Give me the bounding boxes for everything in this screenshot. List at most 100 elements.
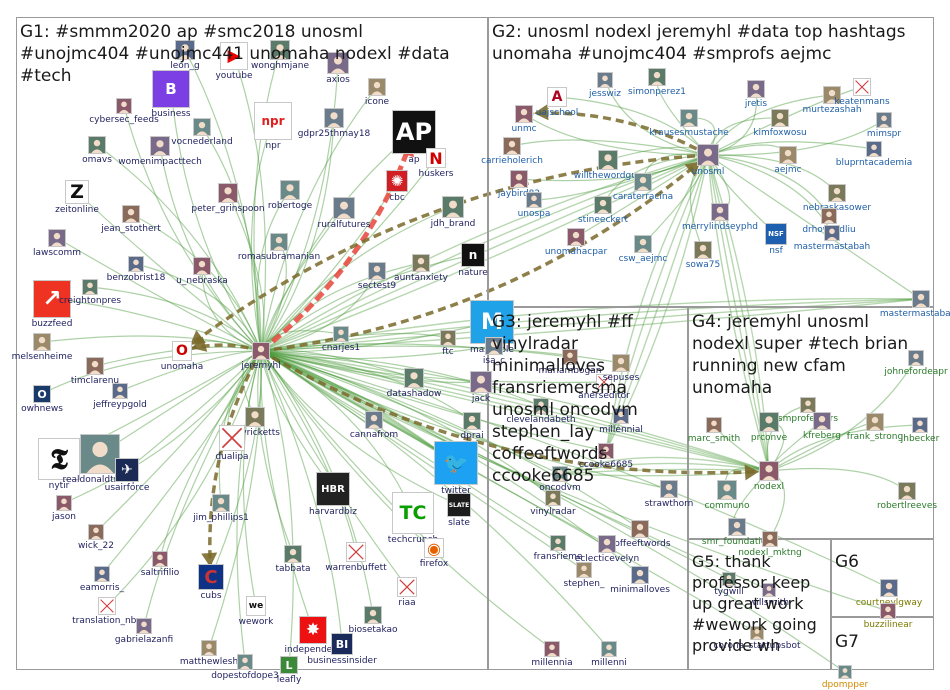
node-jason[interactable]: jason (52, 495, 76, 522)
node-drhowardliu[interactable]: drhowardliu (802, 208, 856, 235)
node-merrylindseyphd[interactable]: merrylindseyphd (682, 203, 758, 232)
node-simonperez1[interactable]: simonperez1 (628, 68, 686, 97)
node-kimfoxwosu[interactable]: kimfoxwosu (753, 109, 807, 138)
node-gabrielazanfir[interactable]: gabrielazanfi (115, 618, 173, 645)
node-womenimpacttech[interactable]: womenimpacttech (118, 136, 202, 167)
node-robertlreeves[interactable]: robertlreeves (877, 482, 937, 511)
node-firefox[interactable]: ◉firefox (420, 538, 448, 569)
node-smprofessors[interactable]: smprofessors (778, 397, 838, 424)
node-dprai[interactable]: dprai (460, 412, 484, 441)
node-ruralfutures[interactable]: ruralfutures (318, 197, 370, 230)
node-unomahacpar[interactable]: unomahacpar (545, 228, 607, 257)
node-sowa75[interactable]: sowa75 (686, 241, 720, 270)
node-nodexl[interactable]: nodexl (754, 461, 784, 492)
node-usairforce[interactable]: ✈usairforce (105, 458, 149, 493)
node-unospa[interactable]: unospa (518, 192, 550, 219)
node-dualipa[interactable]: dualipa (215, 425, 249, 462)
node-mastermastabah[interactable]: mastermastabah (794, 225, 870, 252)
node-smr_foundation[interactable]: smr_foundation (702, 518, 772, 547)
node-cnarjes1[interactable]: cnarjes1 (322, 326, 360, 353)
node-stephen_lay[interactable]: stephen_ (564, 562, 604, 589)
node-anerseditor[interactable]: anerseditor (578, 374, 630, 401)
node-govricketts[interactable]: govricketts (230, 407, 280, 438)
node-biosetakao[interactable]: biosetakao (348, 606, 398, 635)
node-twitter[interactable]: 🐦twitter (434, 441, 478, 496)
node-johneforde[interactable]: johnefordeapr (884, 350, 948, 377)
node-marc_smith[interactable]: marc_smith (688, 417, 740, 444)
node-vocnederland[interactable]: vocnederland (171, 118, 233, 147)
node-tabbata[interactable]: tabbata (275, 545, 311, 574)
node-vinylradar[interactable]: vinylradar (530, 490, 576, 517)
node-communo[interactable]: communo (705, 480, 749, 511)
node-isa_c[interactable]: isa_c (483, 337, 505, 366)
node-peter_grinspoon[interactable]: peter_grinspoon (191, 183, 265, 214)
node-romasubramanian[interactable]: romasubramanian (238, 233, 320, 262)
node-warrenbuffett[interactable]: warrenbuffett (325, 542, 387, 573)
node-jack[interactable]: jack (470, 371, 492, 404)
node-independent[interactable]: ✸independent (285, 616, 341, 655)
node-mastermastabah1[interactable]: mastermastabah1 (880, 290, 950, 319)
node-saltrifilio[interactable]: saltrifilio (141, 551, 179, 578)
node-lawscomm[interactable]: lawscomm (33, 229, 81, 258)
node-ccooke6685[interactable]: ccooke6685 (579, 443, 633, 470)
node-jean_stothert[interactable]: jean_stothert (101, 205, 161, 234)
node-strawthorn[interactable]: strawthorn (645, 480, 693, 509)
node-datashadow[interactable]: datashadow (387, 368, 441, 399)
node-buzzfeed[interactable]: ↗buzzfeed (32, 280, 72, 329)
node-unosml[interactable]: unosml (692, 144, 724, 177)
node-corona_startupsbot[interactable]: corona_startupsbot (714, 626, 801, 651)
node-sectest9[interactable]: sectest9 (358, 262, 396, 291)
node-nodexl_mktng[interactable]: nodexl_mktng (738, 531, 802, 558)
node-wick_22[interactable]: wick_22 (78, 524, 114, 551)
node-murtezashah[interactable]: murtezashah (802, 86, 862, 115)
node-courtneylgway[interactable]: courtneylgway (856, 579, 922, 608)
node-jeffreypgold[interactable]: jeffreypgold (93, 383, 147, 410)
node-mimspr[interactable]: mimspr (867, 112, 901, 139)
node-fransriemersma[interactable]: fransrieme (534, 535, 582, 562)
node-cybersec_feeds[interactable]: cybersec_feeds (89, 98, 159, 125)
node-keatenmans[interactable]: keatenmans (834, 78, 890, 107)
node-carrieholerich[interactable]: carrieholerich (481, 137, 543, 166)
node-minimalloves[interactable]: minimalloves (610, 566, 670, 595)
node-dpompper[interactable]: dpompper (822, 665, 868, 690)
node-aejmc[interactable]: aejmc (774, 146, 802, 175)
node-krausesmustache[interactable]: krausesmustache (649, 109, 729, 138)
node-stineeckert[interactable]: stineeckert (578, 196, 628, 225)
node-unmc[interactable]: unmc (511, 105, 537, 134)
node-benzobrist18[interactable]: benzobrist18 (107, 256, 165, 283)
node-gdpr25thmay18[interactable]: gdpr25thmay18 (298, 108, 370, 139)
node-jdh_brand[interactable]: jdh_brand (431, 196, 475, 229)
node-millennia2[interactable]: millennia (531, 641, 573, 668)
node-robertoge[interactable]: robertoge (268, 180, 312, 211)
node-auntanxiety[interactable]: auntanxiety (394, 254, 448, 283)
node-caraterracina[interactable]: caraterracina (613, 173, 673, 202)
node-melsenheimer[interactable]: melsenheime (12, 333, 72, 362)
node-jaybird82[interactable]: jaybird82 (498, 170, 540, 199)
node-timclarenu[interactable]: timclarenu (71, 357, 119, 386)
node-tygwill[interactable]: tygwill (714, 572, 744, 597)
node-willsmith[interactable]: willsmith (749, 583, 789, 608)
node-u_nebraska[interactable]: u_nebraska (176, 257, 228, 286)
node-eamorris_[interactable]: eamorris_ (80, 566, 124, 593)
node-axios[interactable]: axios (326, 52, 350, 85)
node-realdonaldtrump[interactable]: realdonaldtrump (62, 434, 138, 485)
node-dopestofdope3[interactable]: dopestofdope3 (211, 654, 279, 681)
node-riaa[interactable]: riaa (397, 577, 417, 608)
node-eclecticevelyn[interactable]: eclecticevelyn (575, 535, 639, 564)
node-cbc[interactable]: ✺cbc (386, 170, 408, 203)
node-jhbecker[interactable]: jhbecker (901, 417, 939, 444)
node-cannafrom[interactable]: cannafrom (350, 411, 398, 440)
node-frank_strong[interactable]: frank_strong (847, 413, 903, 442)
